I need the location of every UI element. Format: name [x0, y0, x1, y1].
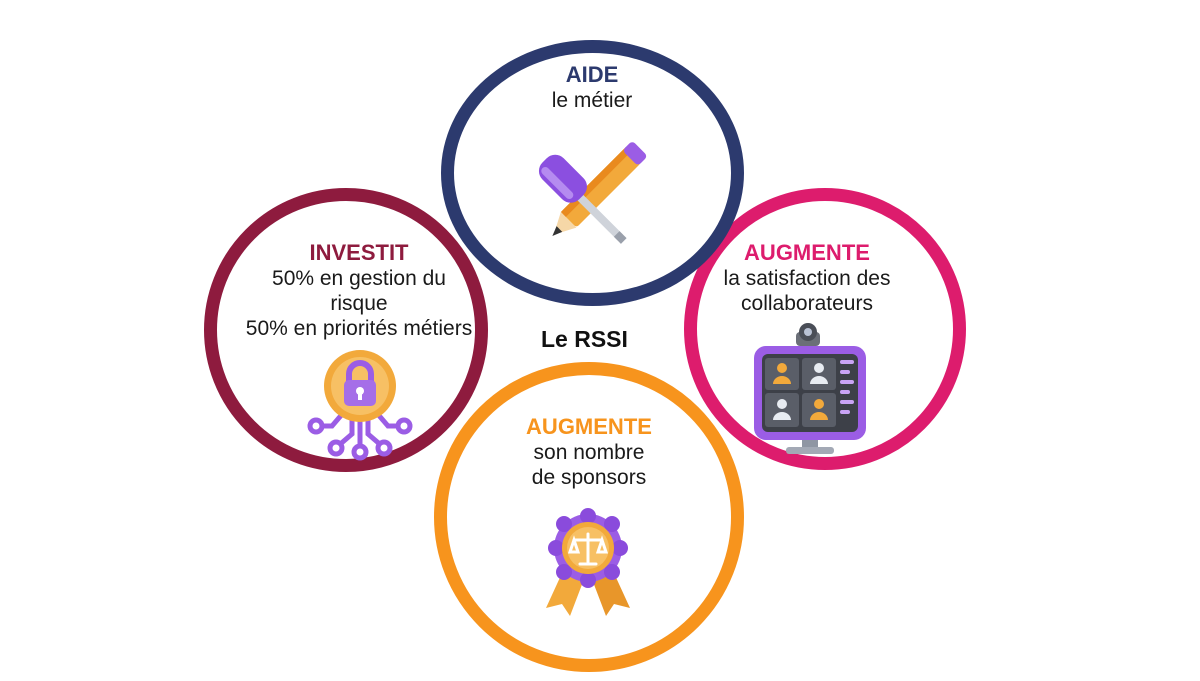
video-conference-monitor-icon	[754, 323, 866, 454]
node-bottom-line-1: son nombre	[533, 441, 645, 464]
node-left-line-2: risque	[330, 292, 388, 315]
node-left-text: INVESTIT 50% en gestion du risque 50% en…	[222, 240, 496, 341]
node-left-line-3: 50% en priorités métiers	[245, 317, 473, 340]
award-ribbon-scales-icon	[546, 508, 630, 616]
node-left-line-1: 50% en gestion du	[272, 267, 446, 290]
node-right-heading: AUGMENTE	[744, 240, 870, 265]
node-left-heading: INVESTIT	[309, 240, 409, 265]
node-top-heading: AIDE	[565, 62, 619, 87]
node-bottom-line-2: de sponsors	[531, 466, 647, 489]
node-top-line-1: le métier	[551, 89, 633, 112]
node-top-text: AIDE le métier	[492, 62, 692, 113]
center-label: Le RSSI	[541, 326, 628, 352]
node-right-line-2: collaborateurs	[741, 292, 873, 315]
padlock-network-icon	[307, 350, 413, 461]
node-right-text: AUGMENTE la satisfaction des collaborate…	[702, 240, 912, 316]
node-bottom-text: AUGMENTE son nombre de sponsors	[489, 414, 689, 490]
pencil-screwdriver-icon	[538, 142, 647, 244]
node-right-line-1: la satisfaction des	[723, 267, 891, 290]
node-bottom-heading: AUGMENTE	[526, 414, 652, 439]
